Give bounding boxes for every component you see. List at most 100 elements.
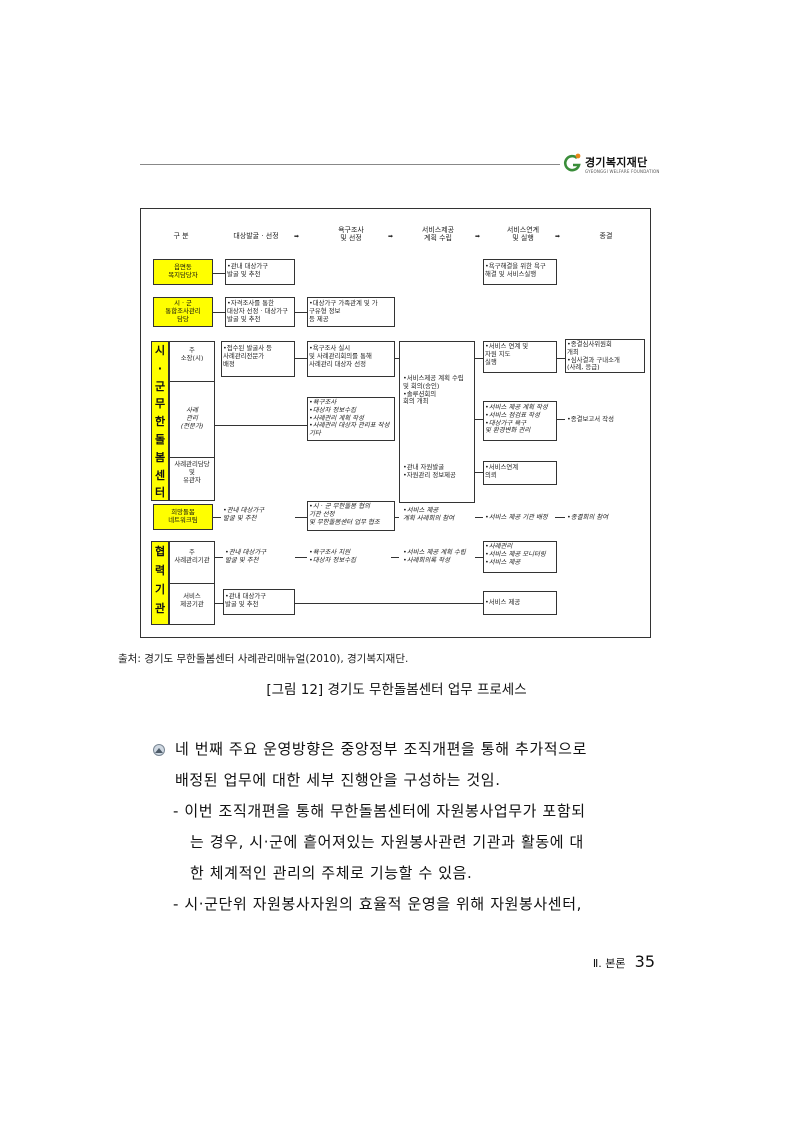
center-link: •서비스 연계 및 자원 지도 실행 <box>485 342 529 366</box>
connector <box>295 358 307 359</box>
figure-source: 출처: 경기도 무한돌봄센터 사례관리매뉴얼(2010), 경기복지재단. <box>118 653 409 665</box>
center-close: •종결심사위원회 개최 •심사결과 구내소개 (사례, 응급) <box>567 340 620 372</box>
page-footer: Ⅱ. 본론 35 <box>540 952 655 971</box>
arrow-icon: ➡ <box>388 233 394 240</box>
connector <box>213 312 225 313</box>
cell-box <box>483 401 557 441</box>
coop-link: •사례관리 •서비스 제공 모니터링 •서비스 제공 <box>485 542 546 566</box>
connector <box>395 517 399 518</box>
body-line-4: 는 경우, 시·군에 흩어져있는 자원봉사관련 기관과 활동에 대 <box>190 833 584 851</box>
connector <box>557 358 565 359</box>
center-sub-head: 주 소장(시) <box>180 346 204 362</box>
center-sub-staff: 사례관리담당 및 유관자 <box>174 460 210 484</box>
connector <box>475 358 483 359</box>
connector <box>395 358 399 359</box>
cell-box <box>221 341 295 377</box>
divider <box>169 583 215 584</box>
cell-box <box>483 541 557 573</box>
connector <box>557 419 565 420</box>
coop-sub-case: 주 사례관리기관 <box>174 548 210 564</box>
arrow-icon: ➡ <box>294 233 300 240</box>
connector <box>215 557 223 558</box>
r1-link: •욕구해결을 위한 욕구 해결 및 서비스실행 <box>485 262 546 278</box>
section-label: Ⅱ. 본론 <box>592 957 626 970</box>
plan-box <box>399 341 475 503</box>
center-close-detail: •종결보고서 작성 <box>567 415 614 423</box>
cell-box <box>307 297 395 327</box>
coop-plan: •서비스 제공 계획 수립 •사례회의록 작성 <box>403 548 466 564</box>
connector <box>475 557 483 558</box>
process-figure: 구 분 대상발굴 · 선정 ➡ 욕구조사 및 선정 ➡ 서비스제공 계획 수립 … <box>140 208 651 638</box>
r2-needs: •대상가구 가족관계 및 가 구유형 정보 등 제공 <box>309 299 378 323</box>
connector <box>475 517 483 518</box>
body-line-2: 배정된 업무에 대한 세부 진행안을 구성하는 것임. <box>175 771 501 789</box>
r4-discovery: •관내 대상가구 발굴 및 추천 <box>223 506 265 522</box>
col-header-needs: 욕구조사 및 선정 <box>338 226 364 242</box>
connector <box>295 517 307 518</box>
arrow-icon: ➡ <box>475 233 481 240</box>
r4-close: •종결회의 참여 <box>567 513 609 521</box>
center-link-request: •서비스연계 의뢰 <box>485 463 519 479</box>
body-line-5: 한 체계적인 관리의 주체로 기능할 수 있음. <box>190 864 473 882</box>
body-line-3: - 이번 조직개편을 통해 무한돌봄센터에 자원봉사업무가 포함되 <box>173 802 586 820</box>
connector <box>295 312 307 313</box>
divider <box>169 381 215 382</box>
center-discovery: •접수된 발굴사 등 사례관리전문가 배정 <box>223 344 272 368</box>
center-plan: •서비스제공 계획 수립 및 회의(승인) •솔루션회의 회의 개최 <box>403 374 464 406</box>
foundation-logo-icon <box>564 153 581 172</box>
col-header-link: 서비스연계 및 실행 <box>506 226 540 242</box>
center-needs: •욕구조사 실시 및 사례관리회의를 통해 사례관리 대상자 선정 <box>309 344 372 368</box>
org-name-en: GYEONGGI WELFARE FOUNDATION <box>585 169 660 174</box>
cell-box <box>307 397 395 441</box>
r4-plan: •서비스 제공 계획 사례회의 참여 <box>403 506 455 522</box>
connector <box>475 419 483 420</box>
connector <box>215 603 223 604</box>
connector <box>295 557 307 558</box>
cell-box <box>307 501 395 531</box>
foundation-logo: 경기복지재단 GYEONGGI WELFARE FOUNDATION <box>563 152 663 178</box>
connector <box>213 517 221 518</box>
row-label-integrated-survey: 시 · 군 통합조사관리 담당 <box>153 297 213 327</box>
cell-box <box>225 259 295 285</box>
center-needs-detail: •욕구조사 •대상자 정보수집 •사례관리 계획 작성 •사례관리 대상자 관리… <box>309 398 390 438</box>
body-line-6: - 시·군단위 자원봉사자원의 효율적 운영을 위해 자원봉사센터, <box>173 895 582 913</box>
org-name: 경기복지재단 <box>585 156 648 169</box>
cell-box <box>223 589 295 615</box>
center-resource: •관내 자원발굴 •자원관리 정보제공 <box>403 463 456 479</box>
col-header-close: 종결 <box>599 232 613 240</box>
coop-needs: •욕구조사 지원 •대상자 정보수집 <box>309 548 356 564</box>
coop-discovery-2: •관내 대상가구 발굴 및 추천 <box>225 592 267 608</box>
connector <box>391 557 399 558</box>
cell-box <box>225 297 295 327</box>
cell-box <box>483 259 557 285</box>
row-label-eupmyeondong: 읍면동 복지담당자 <box>153 259 213 285</box>
divider <box>169 457 215 458</box>
center-link-detail: •서비스 제공 계획 작성 •서비스 점검표 작성 •대상가구 욕구 및 환경변… <box>485 403 548 435</box>
coop-sub-service: 서비스 제공기관 <box>180 592 204 608</box>
row-label-network-team: 희망돌봄 네트워크팀 <box>153 504 213 530</box>
r1-discovery: •관내 대상가구 발굴 및 추천 <box>227 262 269 278</box>
connector <box>555 517 565 518</box>
coop-vertical-label: 협 력 기 관 <box>151 541 169 625</box>
connector <box>295 603 483 604</box>
cell-box <box>565 339 645 373</box>
header-rule <box>140 164 560 165</box>
cell-box <box>307 341 395 377</box>
figure-title: [그림 12] 경기도 무한돌봄센터 업무 프로세스 <box>266 682 527 698</box>
cell-box <box>483 341 557 373</box>
center-vertical-label: 시 · 군 무 한 돌 봄 센 터 <box>151 341 169 501</box>
body-line-1: 네 번째 주요 운영방향은 중앙정부 조직개편을 통해 추가적으로 <box>175 740 587 758</box>
connector <box>213 273 225 274</box>
center-sub-box <box>169 341 215 501</box>
center-sub-case: 사례 관리 (전문가) <box>180 406 204 430</box>
r4-needs: •시 · 군 무한돌봄 협의 기관 선정 및 무한돌봄센터 업무 협조 <box>309 502 380 526</box>
r4-link: •서비스 제공 기관 배정 <box>485 513 548 521</box>
col-header-division: 구 분 <box>173 232 189 240</box>
cell-box <box>483 591 557 615</box>
col-header-plan: 서비스제공 계획 수립 <box>421 226 455 242</box>
coop-discovery: •관내 대상가구 발굴 및 추천 <box>225 548 267 564</box>
page-number: 35 <box>634 952 655 971</box>
connector <box>475 472 483 473</box>
connector <box>215 425 307 426</box>
cell-box <box>483 461 557 485</box>
